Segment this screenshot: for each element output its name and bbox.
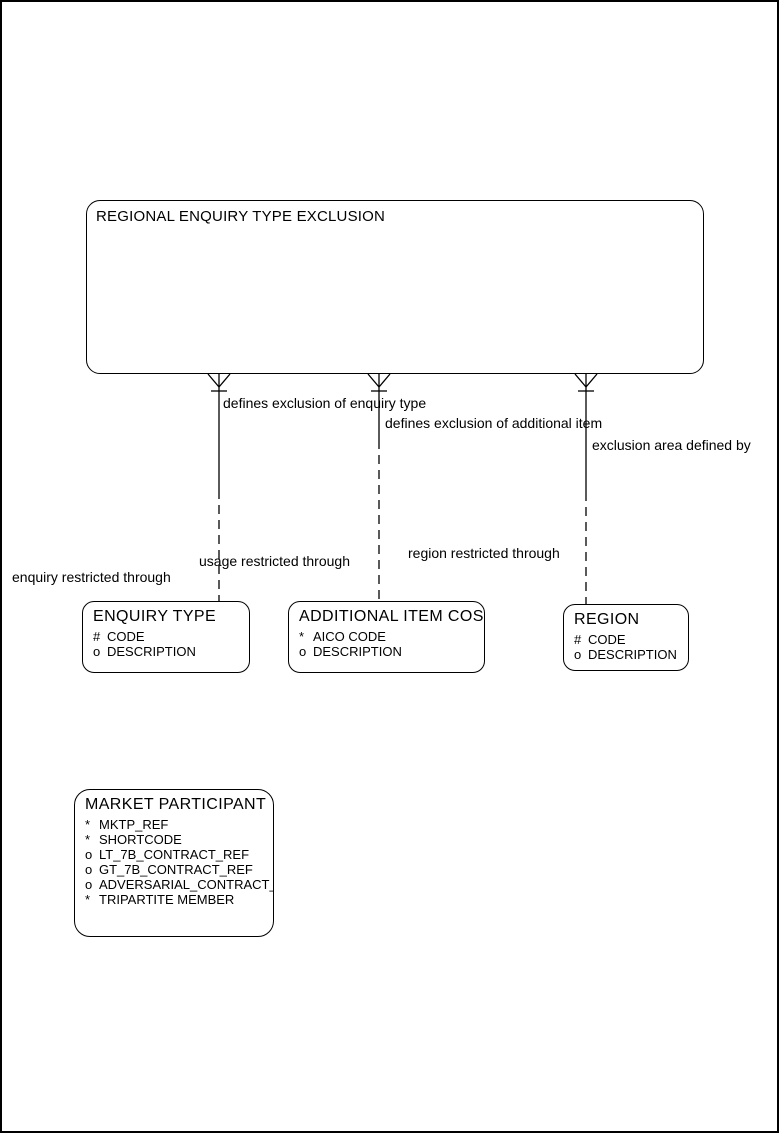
entity-title: ENQUIRY TYPE — [93, 608, 217, 625]
attribute-prefix: * — [85, 817, 91, 832]
attribute-name: TRIPARTITE MEMBER — [99, 892, 235, 907]
crow-foot-icon — [367, 373, 391, 388]
attribute-row: * TRIPARTITE MEMBER — [75, 892, 273, 907]
attribute-list: # CODE o DESCRIPTION — [83, 629, 249, 659]
attribute-prefix: * — [299, 629, 305, 644]
attribute-name: AICO CODE — [313, 629, 386, 644]
entity-additional-item-cost: ADDITIONAL ITEM COST * AICO CODE o DESCRIP… — [288, 601, 485, 673]
attribute-row: o GT_7B_CONTRACT_REF — [75, 862, 273, 877]
entity-title: REGION — [574, 611, 640, 628]
entity-title: MARKET PARTICIPANT — [85, 796, 267, 813]
attribute-row: * SHORTCODE — [75, 832, 273, 847]
entity-region: REGION # CODE o DESCRIPTION — [563, 604, 689, 671]
attribute-list: * MKTP_REF * SHORTCODE o LT_7B_CONTRACT_REF… — [75, 817, 273, 907]
attribute-name: SHORTCODE — [99, 832, 182, 847]
attribute-name: GT_7B_CONTRACT_REF — [99, 862, 253, 877]
attribute-prefix: * — [85, 832, 91, 847]
attribute-name: DESCRIPTION — [588, 647, 677, 662]
entity-title: ADDITIONAL ITEM COST — [299, 608, 485, 625]
crow-foot-icon — [207, 373, 231, 388]
crow-foot-icon — [574, 373, 598, 388]
attribute-prefix: * — [85, 892, 91, 907]
attribute-name: LT_7B_CONTRACT_REF — [99, 847, 250, 862]
entity-enquiry-type: ENQUIRY TYPE # CODE o DESCRIPTION — [82, 601, 250, 673]
attribute-name: DESCRIPTION — [107, 644, 196, 659]
attribute-row: o DESCRIPTION — [564, 647, 688, 662]
attribute-name: CODE — [107, 629, 145, 644]
relationship-label-defines-exclusion-of-enquiry-type: defines exclusion of enquiry type — [223, 395, 427, 411]
attribute-name: MKTP_REF — [99, 817, 169, 832]
attribute-row: o DESCRIPTION — [289, 644, 484, 659]
relationship-label-exclusion-area-defined-by: exclusion area defined by — [592, 437, 751, 453]
attribute-prefix: o — [93, 644, 101, 659]
attribute-prefix: # — [574, 632, 582, 647]
attribute-name: DESCRIPTION — [313, 644, 402, 659]
attribute-prefix: o — [299, 644, 307, 659]
attribute-prefix: o — [85, 862, 93, 877]
attribute-name: CODE — [588, 632, 626, 647]
attribute-prefix: o — [85, 877, 93, 892]
attribute-row: o LT_7B_CONTRACT_REF — [75, 847, 273, 862]
attribute-row: * AICO CODE — [289, 629, 484, 644]
attribute-row: o ADVERSARIAL_CONTRACT_REF — [75, 877, 273, 892]
relationship-label-enquiry-restricted-through: enquiry restricted through — [12, 569, 171, 585]
attribute-row: o DESCRIPTION — [83, 644, 249, 659]
attribute-list: # CODE o DESCRIPTION — [564, 632, 688, 662]
entity-title: REGIONAL ENQUIRY TYPE EXCLUSION — [96, 208, 386, 225]
entity-market-participant: MARKET PARTICIPANT * MKTP_REF * SHORTCODE … — [74, 789, 274, 937]
attribute-row: # CODE — [83, 629, 249, 644]
entity-regional-enquiry-type-exclusion: REGIONAL ENQUIRY TYPE EXCLUSION — [86, 200, 704, 374]
relationship-label-usage-restricted-through: usage restricted through — [199, 553, 350, 569]
attribute-prefix: # — [93, 629, 101, 644]
attribute-list: * AICO CODE o DESCRIPTION — [289, 629, 484, 659]
connector-defines-exclusion-of-enquiry-type — [207, 373, 231, 601]
relationship-label-region-restricted-through: region restricted through — [408, 545, 560, 561]
attribute-name: ADVERSARIAL_CONTRACT_REF — [99, 877, 273, 892]
attribute-row: * MKTP_REF — [75, 817, 273, 832]
attribute-row: # CODE — [564, 632, 688, 647]
attribute-prefix: o — [85, 847, 93, 862]
connector-exclusion-area-defined-by — [574, 373, 598, 604]
connector-defines-exclusion-of-additional-item — [367, 373, 391, 601]
attribute-prefix: o — [574, 647, 582, 662]
relationship-label-defines-exclusion-of-additional-item: defines exclusion of additional item — [385, 415, 603, 431]
